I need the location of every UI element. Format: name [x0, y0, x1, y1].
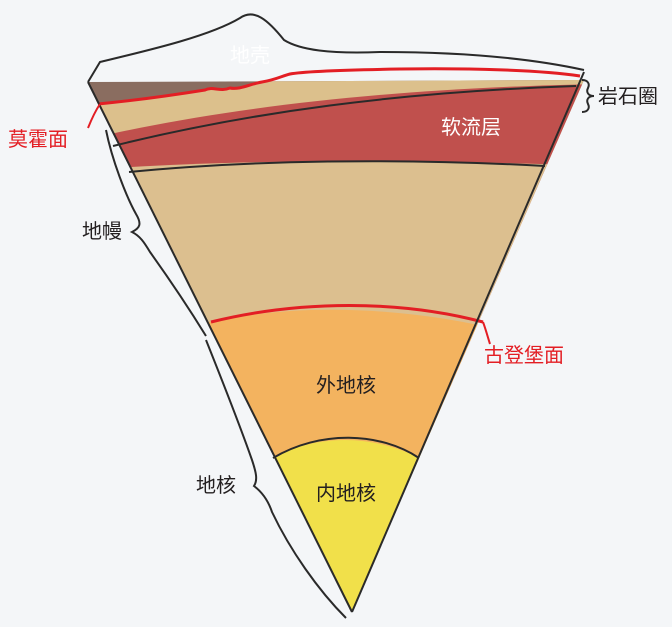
layer-boundaries — [112, 85, 577, 459]
outer-core-label: 外地核 — [316, 373, 376, 397]
core-label: 地核 — [196, 473, 236, 497]
lithosphere-label: 岩石圈 — [598, 84, 658, 108]
mantle-bracket — [105, 129, 207, 337]
wedge-right-edge — [351, 71, 585, 613]
asthenosphere-base-line — [128, 160, 546, 173]
inner-core-boundary-line — [272, 436, 420, 459]
inner-core-layer — [250, 440, 460, 612]
asthenosphere-label: 软流层 — [441, 115, 501, 139]
wedge-outline — [87, 71, 585, 613]
moho-leader-line — [87, 103, 101, 129]
earth-wedge — [88, 80, 584, 612]
mantle-label: 地幔 — [82, 219, 122, 243]
wedge-left-edge — [87, 81, 353, 613]
gutenberg-line — [210, 304, 484, 324]
gutenberg-label: 古登堡面 — [484, 343, 564, 367]
lithosphere-base-line — [112, 85, 577, 147]
crust-top-outline — [87, 13, 585, 83]
gutenberg-leader-line — [482, 321, 491, 345]
lithosphere-bracket — [581, 79, 595, 113]
moho-line — [97, 67, 581, 106]
inner-core-label: 内地核 — [316, 481, 376, 505]
core-bracket — [205, 339, 347, 619]
moho-label: 莫霍面 — [8, 127, 68, 151]
crust-label: 地壳 — [230, 43, 270, 67]
